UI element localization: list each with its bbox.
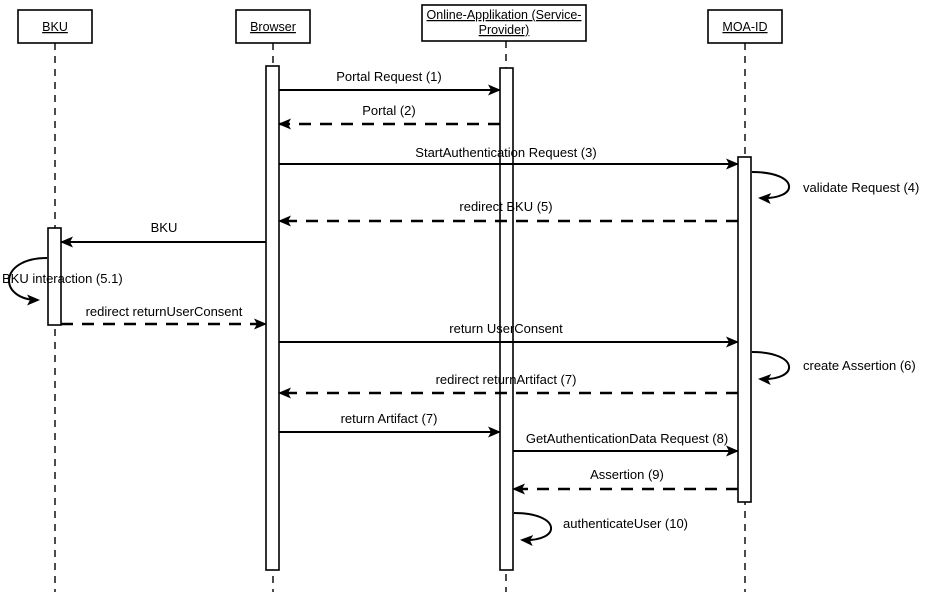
message-label-startauthentication-request: StartAuthentication Request (3) (415, 145, 596, 160)
participant-moaid-box[interactable] (707, 9, 783, 44)
participant-browser[interactable]: Browser (235, 9, 311, 44)
activation-bar-browser[interactable] (265, 65, 280, 571)
participant-moa-id[interactable]: MOA-ID (707, 9, 783, 44)
activation-bar-moa-id[interactable] (737, 156, 752, 503)
message-portal-request[interactable]: Portal Request (1) (279, 69, 501, 96)
message-redirect-returnartifact[interactable]: redirect returnArtifact (7) (278, 372, 738, 399)
message-getauthenticationdata-request[interactable]: GetAuthenticationData Request (8) (513, 431, 739, 457)
message-arrow-validate-request[interactable] (751, 171, 790, 205)
message-startauthentication-request[interactable]: StartAuthentication Request (3) (279, 145, 739, 170)
participant-bku[interactable]: BKU (17, 9, 93, 44)
message-label-authenticateuser: authenticateUser (10) (563, 516, 688, 531)
message-arrow-create-assertion[interactable] (751, 351, 790, 386)
message-arrow-authenticateuser[interactable] (513, 512, 552, 547)
message-label-portal-response: Portal (2) (362, 103, 415, 118)
message-label-assertion: Assertion (9) (590, 467, 664, 482)
message-arrow-bku-interaction[interactable] (8, 257, 48, 306)
participant-bku-label: BKU (42, 20, 68, 34)
participant-oa-label-line1: Online-Applikation (Service- (427, 8, 582, 22)
participant-bku-box[interactable] (17, 9, 93, 44)
message-label-return-userconsent: return UserConsent (449, 321, 563, 336)
message-label-redirect-returnartifact: redirect returnArtifact (7) (436, 372, 577, 387)
activation-bar-bku[interactable] (47, 227, 62, 326)
message-validate-request-self[interactable]: validate Request (4) (751, 171, 919, 205)
message-return-artifact[interactable]: return Artifact (7) (279, 411, 501, 438)
message-portal-response[interactable]: Portal (2) (278, 103, 500, 130)
message-bku[interactable]: BKU (60, 220, 266, 248)
messages-layer: Portal Request (1) Portal (2) StartAuthe… (2, 69, 919, 547)
message-label-redirect-returnuserconsent: redirect returnUserConsent (86, 304, 243, 319)
participant-oa-box[interactable] (421, 4, 587, 42)
activation-bars-layer (47, 65, 752, 571)
participant-browser-label: Browser (250, 20, 296, 34)
participant-moaid-label: MOA-ID (722, 20, 767, 34)
message-redirect-bku[interactable]: redirect BKU (5) (278, 199, 738, 227)
participant-boxes-layer: BKU Browser Online-Applikation (Service-… (17, 4, 783, 44)
message-create-assertion-self[interactable]: create Assertion (6) (751, 351, 916, 386)
activation-bar-online-applikation[interactable] (499, 67, 514, 571)
message-label-bku-interaction: BKU interaction (5.1) (2, 271, 123, 286)
message-return-userconsent[interactable]: return UserConsent (279, 321, 739, 348)
message-label-bku: BKU (151, 220, 178, 235)
message-label-redirect-bku: redirect BKU (5) (459, 199, 552, 214)
message-authenticateuser-self[interactable]: authenticateUser (10) (513, 512, 688, 547)
participant-oa-label-line2: Provider) (479, 23, 530, 37)
message-assertion[interactable]: Assertion (9) (512, 467, 738, 495)
message-label-getauthenticationdata-request: GetAuthenticationData Request (8) (526, 431, 728, 446)
message-label-portal-request: Portal Request (1) (336, 69, 442, 84)
message-label-validate-request: validate Request (4) (803, 180, 919, 195)
message-label-return-artifact: return Artifact (7) (341, 411, 438, 426)
message-bku-interaction-self[interactable]: BKU interaction (5.1) (2, 257, 123, 306)
message-label-create-assertion: create Assertion (6) (803, 358, 916, 373)
message-redirect-returnuserconsent[interactable]: redirect returnUserConsent (61, 304, 267, 330)
participant-browser-box[interactable] (235, 9, 311, 44)
participant-online-applikation[interactable]: Online-Applikation (Service- Provider) (421, 4, 587, 42)
